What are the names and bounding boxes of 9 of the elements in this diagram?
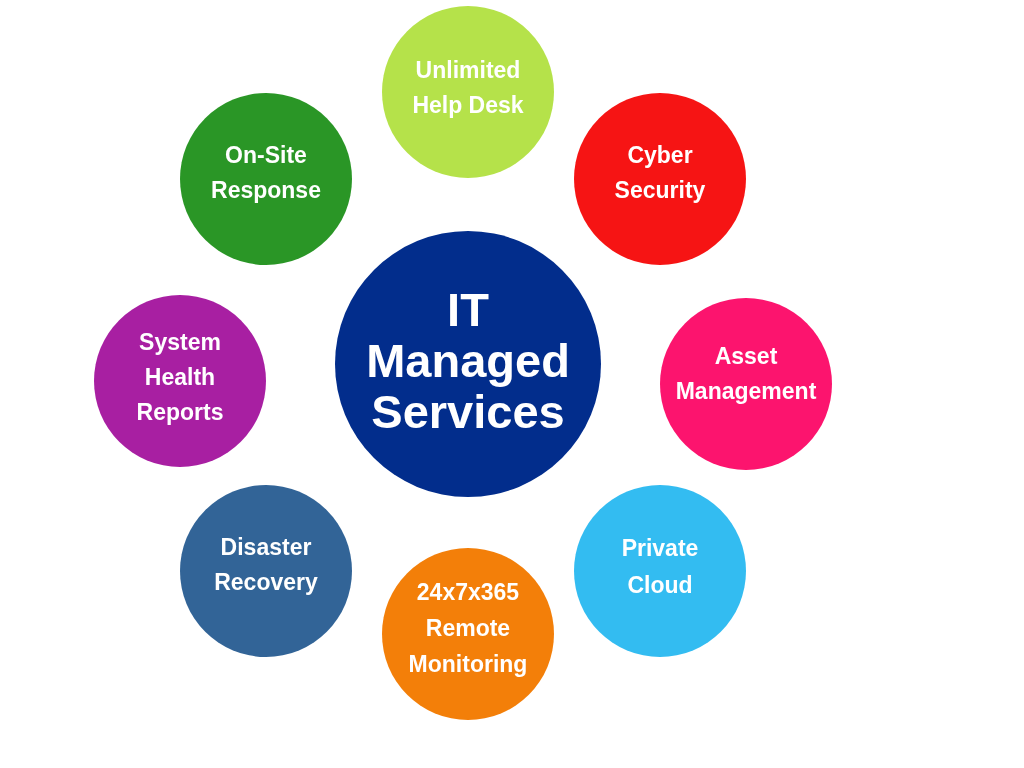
node-label: On-Site Response: [210, 141, 322, 205]
hub-label: IT Managed Services: [365, 283, 571, 437]
node-label: Unlimited Help Desk: [411, 56, 525, 120]
node-label: Cyber Security: [613, 141, 707, 205]
node-label: System Health Reports: [135, 327, 225, 427]
node-label: Asset Management: [674, 342, 818, 406]
node-label: Private Cloud: [620, 534, 700, 600]
node-label: Disaster Recovery: [213, 533, 319, 597]
node-label: 24x7x365 Remote Monitoring: [407, 578, 529, 679]
